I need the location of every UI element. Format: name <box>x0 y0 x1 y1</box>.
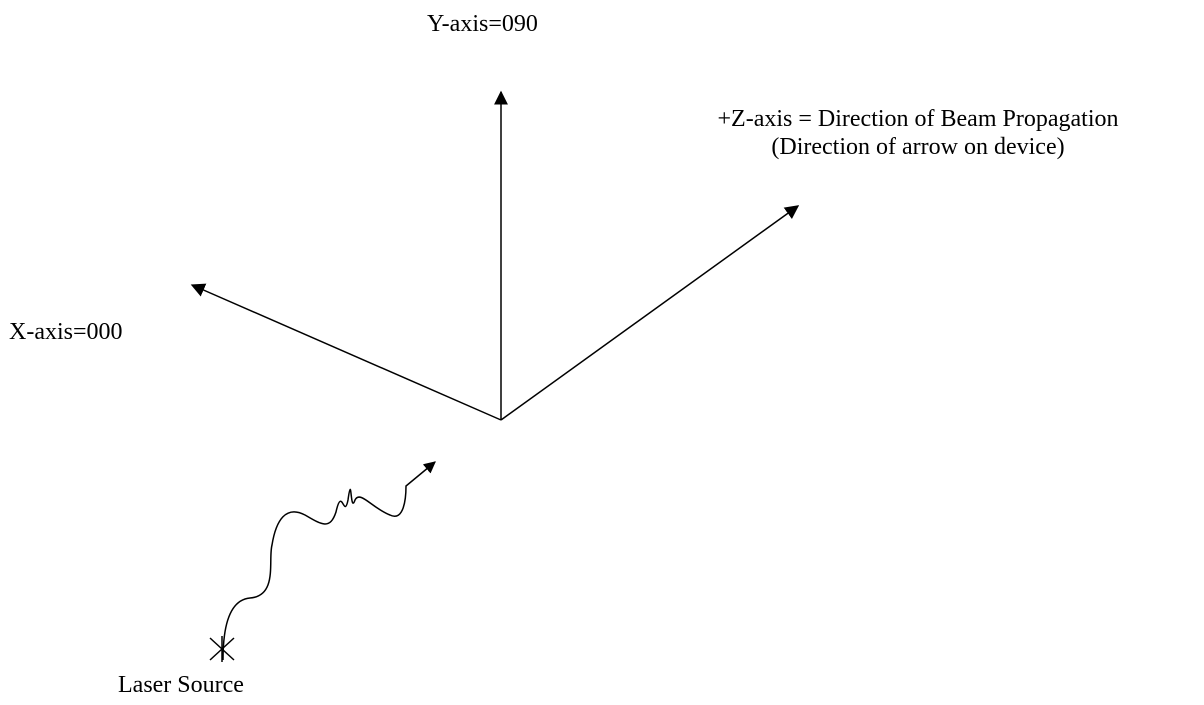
x-axis-arrow <box>190 283 502 421</box>
z-axis-label-line2: (Direction of arrow on device) <box>771 134 1065 160</box>
z-axis-label-line1: +Z-axis = Direction of Beam Propagation <box>717 106 1119 132</box>
laser-source-star-icon <box>209 636 235 662</box>
z-axis-label: +Z-axis = Direction of Beam Propagation … <box>648 105 1188 161</box>
z-axis-arrow <box>500 205 800 421</box>
laser-beam-wave <box>222 461 436 661</box>
x-axis-label: X-axis=000 <box>9 319 123 345</box>
laser-source-label: Laser Source <box>118 672 244 698</box>
y-axis-label: Y-axis=090 <box>427 11 538 37</box>
